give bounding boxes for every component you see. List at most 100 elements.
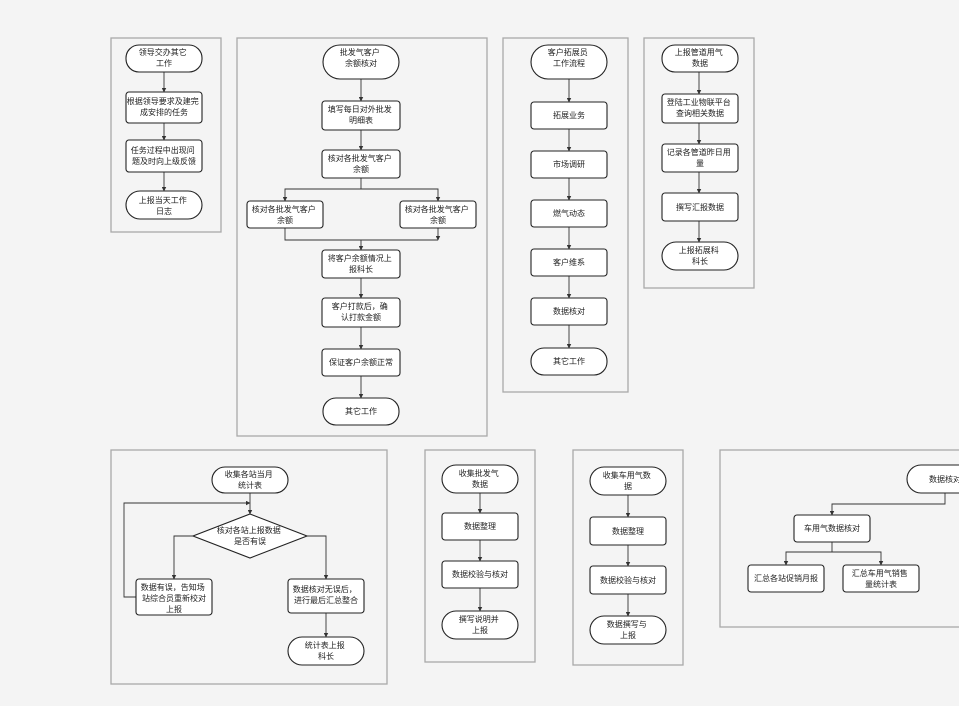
label-line: 认打款金额 xyxy=(341,312,381,322)
process-label-text: 数据核对无误后， xyxy=(293,584,357,594)
process-label: 数据核对无误后， 进行最后汇总整合 xyxy=(293,584,360,605)
end-label-text: 数据撰写与 xyxy=(607,619,647,629)
label-line: 量 xyxy=(696,159,704,168)
process-label-text: 燃气动态 xyxy=(553,208,585,218)
label-line: 站综合员重新校对 xyxy=(142,593,206,603)
process-label-text: 任务过程中出现问 xyxy=(131,145,195,155)
label-line: 报科长 xyxy=(349,264,373,274)
flowchart-wholesale-balance: 批发气客户 余额核对 填写每日对外批发 明细表 核对各批发气客户 余额 核对各批… xyxy=(236,37,488,437)
edge xyxy=(284,228,364,251)
process-label: 核对各批发气客户 余额 xyxy=(252,204,319,225)
process-label: 登陆工业物联平台 查询相关数据 xyxy=(667,97,734,118)
end-label: 其它工作 xyxy=(553,356,585,366)
start-label: 收集各站当月 统计表 xyxy=(225,469,276,490)
process-label: 汇总车用气销售 量统计表 xyxy=(852,568,911,589)
process-label-text: 保证客户余额正常 xyxy=(329,357,393,367)
label-line: 进行最后汇总整合 xyxy=(294,595,358,605)
process-label: 数据核对 xyxy=(553,306,585,316)
start-label: 领导交办其它 工作 xyxy=(139,47,190,68)
start-terminal xyxy=(211,466,289,494)
start-label-text: 收集车用气数 xyxy=(603,470,651,480)
process-label: 数据校验与核对 xyxy=(600,575,656,585)
start-terminal xyxy=(441,464,519,494)
process-label-text: 数据校验与核对 xyxy=(600,575,656,585)
flowchart-pipeline-report: 上报管道用气 数据 登陆工业物联平台 查询相关数据 记录各管道昨日用 量 撰写汇… xyxy=(643,37,755,289)
end-terminal xyxy=(322,397,400,426)
label-line: 数据 xyxy=(692,58,708,68)
process-box xyxy=(747,564,825,593)
label-line: 数据 xyxy=(472,479,488,489)
end-label: 其它工作 xyxy=(345,406,377,416)
process-label-text: 登陆工业物联平台 xyxy=(667,97,731,107)
process-box xyxy=(441,512,519,541)
process-label-text: 根据领导要求及建完 xyxy=(127,96,199,106)
process-box xyxy=(661,192,739,222)
start-label-text: 收集各站当月 xyxy=(225,469,273,479)
process-label: 拓展业务 xyxy=(553,110,585,120)
edge xyxy=(829,493,946,516)
edge xyxy=(783,542,833,566)
process-label-text: 核对各批发气客户 xyxy=(252,204,316,214)
label-line: 工作 xyxy=(156,58,172,68)
start-label-text: 批发气客户 xyxy=(340,47,380,57)
edge xyxy=(307,535,329,580)
flowchart-station-monthly: 收集各站当月 统计表 核对各站上报数据 是否有误 数据有误，告知场 站综合员重新… xyxy=(110,449,388,685)
flowchart-leader-tasks: 领导交办其它 工作 根据领导要求及建完 成安排的任务 任务过程中出现问 题及时向… xyxy=(110,37,222,233)
process-box xyxy=(321,100,401,131)
process-box xyxy=(321,249,401,279)
end-terminal xyxy=(125,190,203,220)
process-label: 任务过程中出现问 题及时向上级反馈 xyxy=(131,145,198,166)
process-label: 根据领导要求及建完 成安排的任务 xyxy=(127,96,202,117)
flowchart-data-check: 数据核对 车用气数据核对 汇总各站促销月报 汇总车用气销售 量统计表 xyxy=(719,449,959,628)
start-label: 客户拓展员 工作流程 xyxy=(548,47,591,68)
process-label: 燃气动态 xyxy=(553,208,585,218)
flowchart-wholesale-data: 收集批发气 数据 数据整理 数据校验与核对 撰写说明并 上报 xyxy=(424,449,536,663)
start-label: 批发气客户 余额核对 xyxy=(340,47,383,68)
process-box xyxy=(321,149,401,179)
process-label-text: 拓展业务 xyxy=(553,110,585,120)
end-label-text: 上报当天工作 xyxy=(139,195,187,205)
flowchart-customer-expansion: 客户拓展员 工作流程 拓展业务 市场调研 燃气动态 客户维系 数据核对 其它工作 xyxy=(502,37,629,393)
process-box xyxy=(125,91,203,124)
process-box xyxy=(530,199,608,228)
end-terminal xyxy=(441,610,519,640)
end-label: 撰写说明并 上报 xyxy=(459,614,502,635)
end-label: 上报拓展科 科长 xyxy=(679,245,722,266)
start-terminal xyxy=(661,44,739,73)
label-line: 查询相关数据 xyxy=(676,108,724,118)
process-label-text: 撰写汇报数据 xyxy=(676,202,724,212)
process-label: 数据整理 xyxy=(612,526,644,536)
end-label: 数据撰写与 上报 xyxy=(607,619,650,640)
start-terminal xyxy=(906,464,959,494)
process-box xyxy=(441,560,519,589)
process-label-text: 数据有误，告知场 xyxy=(141,582,205,592)
process-label-text: 汇总车用气销售 xyxy=(852,568,908,578)
process-label-text: 车用气数据核对 xyxy=(804,523,860,533)
label-line: 上报 xyxy=(620,630,636,640)
process-box xyxy=(135,578,213,616)
label-line: 题及时向上级反馈 xyxy=(132,156,196,166)
decision-label-text: 核对各站上报数据 xyxy=(217,525,281,535)
process-box xyxy=(530,101,608,130)
label-line: 科长 xyxy=(692,256,708,266)
end-terminal xyxy=(661,241,739,271)
end-label-text: 其它工作 xyxy=(553,356,585,366)
end-terminal xyxy=(589,615,667,645)
start-label-line1: 领导交办其它 xyxy=(139,47,187,57)
process-label: 保证客户余额正常 xyxy=(329,357,393,367)
process-box xyxy=(399,200,477,229)
label-line: 明细表 xyxy=(349,115,373,125)
process-label: 车用气数据核对 xyxy=(804,523,860,533)
start-label-text: 收集批发气 xyxy=(459,468,499,478)
label-line: 量统计表 xyxy=(865,579,897,589)
process-label: 撰写汇报数据 xyxy=(676,202,724,212)
end-label-text: 上报拓展科 xyxy=(679,245,719,255)
label-line: 余额 xyxy=(353,164,369,174)
label-line: 成安排的任务 xyxy=(140,107,188,117)
process-box xyxy=(842,564,920,593)
process-box xyxy=(530,297,608,326)
process-label-text: 客户打款后，确 xyxy=(332,301,388,311)
process-label: 客户打款后，确 认打款金额 xyxy=(332,301,391,322)
process-box xyxy=(287,578,365,614)
